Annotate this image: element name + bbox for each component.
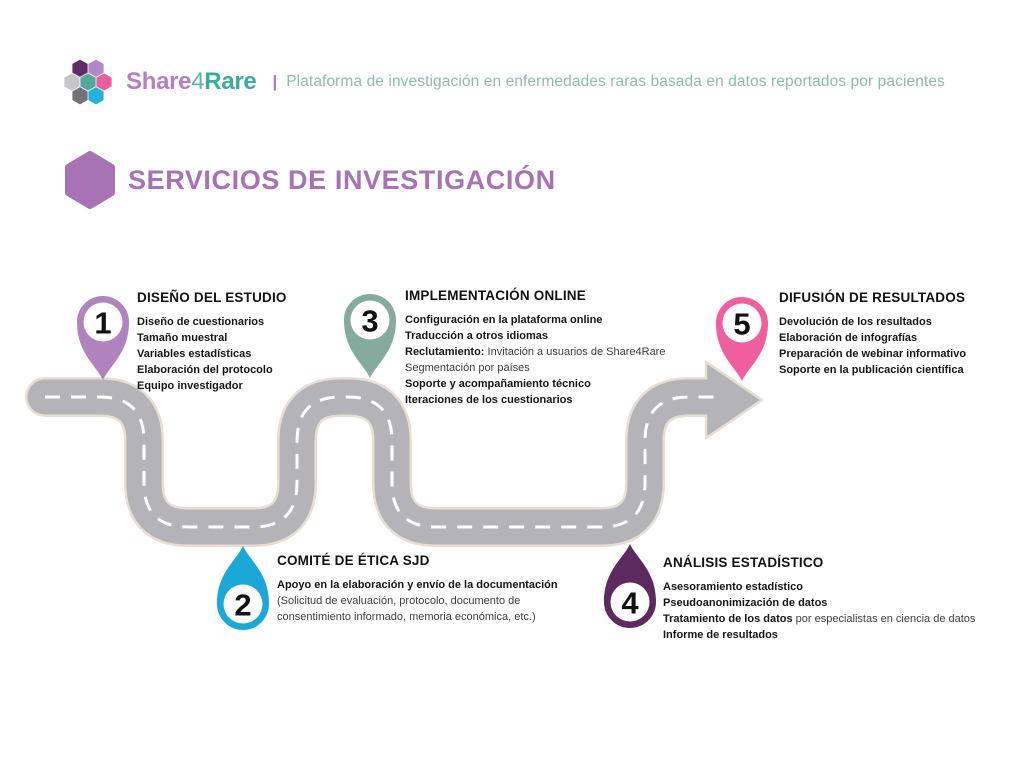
step-1-pin-icon: 1 — [77, 296, 129, 380]
brand-four: 4 — [191, 68, 205, 95]
road-surface — [27, 379, 726, 545]
step-3-pin-icon: 3 — [344, 294, 396, 378]
step-item: Variables estadísticas — [137, 348, 252, 360]
page-title: SERVICIOS DE INVESTIGACIÓN — [128, 164, 556, 195]
road-outline — [25, 377, 728, 547]
brand-rare: Rare — [204, 68, 257, 95]
step-1-number: 1 — [94, 306, 111, 341]
step-item: Elaboración de infografías — [779, 332, 918, 344]
header-tagline: Plataforma de investigación en enfermeda… — [286, 73, 945, 90]
step-2-number: 2 — [234, 588, 251, 623]
step-5-pin-icon: 5 — [716, 297, 768, 381]
step-4-pin-icon: 4 — [604, 544, 656, 628]
pin-inner-circle — [610, 582, 650, 622]
step-2-pin-icon: 2 — [217, 546, 269, 630]
road-center-dashes — [45, 395, 714, 529]
step-item: Informe de resultados — [663, 629, 778, 641]
step-item: Elaboración del protocolo — [137, 364, 273, 376]
step-3-title: IMPLEMENTACIÓN ONLINE — [405, 288, 586, 303]
step-item: Diseño de cuestionarios — [137, 316, 265, 328]
step-item: Pseudoanonimización de datos — [663, 597, 828, 609]
step-item: (Solicitud de evaluación, protocolo, doc… — [277, 595, 536, 623]
brand-name: Share4Rare — [126, 68, 257, 96]
step-1-title: DISEÑO DEL ESTUDIO — [137, 290, 287, 305]
step-5-number: 5 — [733, 307, 750, 342]
step-5-title: DIFUSIÓN DE RESULTADOS — [779, 290, 966, 305]
step-item: Asesoramiento estadístico — [663, 581, 803, 593]
pin-inner-circle — [350, 300, 390, 340]
step-item: Soporte en la publicación científica — [779, 364, 964, 376]
step-5-block: DIFUSIÓN DE RESULTADOS Devolución de los… — [779, 290, 1024, 378]
step-2-block: COMITÉ DE ÉTICA SJD Apoyo en la elaborac… — [277, 553, 569, 625]
header: Share4Rare | Plataforma de investigación… — [62, 56, 945, 108]
step-item: Segmentación por países — [405, 362, 530, 374]
step-item: Configuración en la plataforma online — [405, 314, 603, 326]
step-2-title: COMITÉ DE ÉTICA SJD — [277, 553, 430, 568]
step-item: Traducción a otros idiomas — [405, 330, 549, 342]
title-row: SERVICIOS DE INVESTIGACIÓN — [64, 148, 556, 212]
header-divider: | — [272, 72, 278, 91]
step-item: Preparación de webinar informativo — [779, 348, 967, 360]
step-item: Tratamiento de los datos por especialist… — [663, 613, 976, 625]
step-item: Equipo investigador — [137, 380, 243, 392]
title-hexagon-icon — [65, 151, 115, 209]
step-3-block: IMPLEMENTACIÓN ONLINE Configuración en l… — [405, 288, 725, 408]
step-item: Apoyo en la elaboración y envío de la do… — [277, 579, 558, 591]
step-4-title: ANÁLISIS ESTADÍSTICO — [663, 555, 824, 570]
pin-inner-circle — [83, 302, 123, 342]
step-item: Soporte y acompañamiento técnico — [405, 378, 591, 390]
step-item: Reclutamiento: Invitación a usuarios de … — [405, 346, 666, 358]
step-item: Iteraciones de los cuestionarios — [405, 394, 573, 406]
step-4-block: ANÁLISIS ESTADÍSTICO Asesoramiento estad… — [663, 555, 1024, 643]
brand-share: Share — [126, 68, 192, 95]
share4rare-logo-icon — [64, 59, 112, 105]
logo-hexagon-cluster — [64, 59, 112, 105]
step-2-items: Apoyo en la elaboración y envío de la do… — [277, 577, 569, 625]
pin-inner-circle — [722, 303, 762, 343]
step-4-number: 4 — [621, 586, 639, 621]
step-item: Devolución de los resultados — [779, 316, 932, 328]
step-item: Tamaño muestral — [137, 332, 228, 344]
step-3-number: 3 — [361, 304, 378, 339]
step-1-block: DISEÑO DEL ESTUDIO Diseño de cuestionari… — [137, 290, 367, 394]
pin-inner-circle — [223, 584, 263, 624]
